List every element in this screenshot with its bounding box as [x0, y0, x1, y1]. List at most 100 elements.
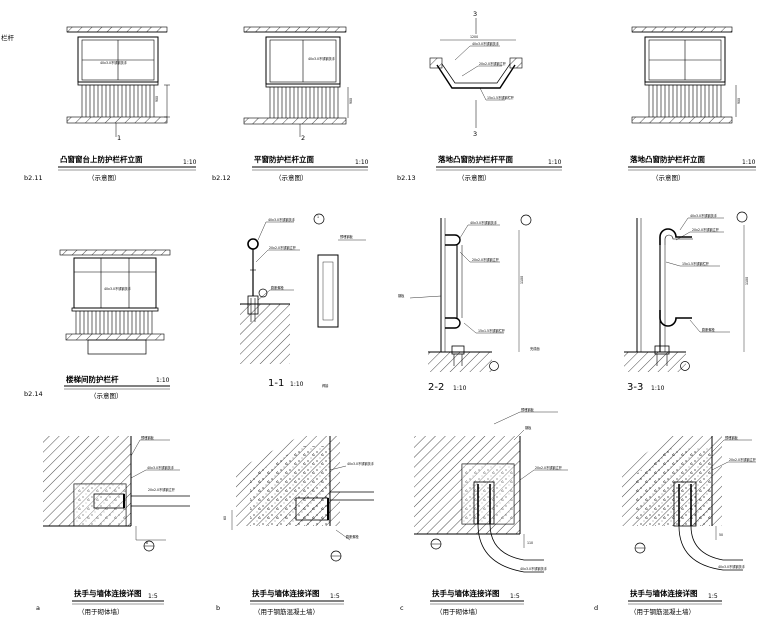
svg-text:15x1.5不锈钢栏杆: 15x1.5不锈钢栏杆 — [478, 328, 506, 333]
row2-titles: b2.14 楼梯间防护栏杆 1:10 （示意图） — [24, 374, 170, 400]
svg-text:扶手与墙体连接详图: 扶手与墙体连接详图 — [630, 588, 698, 598]
svg-text:c: c — [400, 604, 404, 612]
svg-text:1200: 1200 — [470, 35, 478, 39]
svg-text:膨胀螺栓: 膨胀螺栓 — [346, 534, 360, 539]
svg-text:预埋钢板: 预埋钢板 — [725, 435, 739, 440]
svg-text:40x3.0不锈钢扶手: 40x3.0不锈钢扶手 — [718, 564, 746, 569]
svg-text:1:10: 1:10 — [651, 385, 665, 392]
svg-text:1:10: 1:10 — [355, 159, 369, 166]
svg-text:1:10: 1:10 — [453, 385, 467, 392]
svg-text:落地凸窗防护栏杆立面: 落地凸窗防护栏杆立面 — [630, 154, 705, 164]
elevation-2: 900 2 40x3.0不锈钢扶手 — [243, 26, 353, 142]
svg-text:扶手与墙体连接详图: 扶手与墙体连接详图 — [74, 588, 142, 598]
svg-text:1:5: 1:5 — [510, 593, 520, 600]
svg-text:40x3.0不锈钢扶手: 40x3.0不锈钢扶手 — [308, 56, 336, 61]
svg-text:40x3.0不锈钢扶手: 40x3.0不锈钢扶手 — [472, 41, 500, 46]
svg-text:3: 3 — [473, 10, 477, 18]
svg-text:40x3.0不锈钢扶手: 40x3.0不锈钢扶手 — [100, 60, 128, 65]
elevation-1: 900 1 40x3.0不锈钢扶手 — [66, 26, 170, 142]
svg-text:3: 3 — [473, 130, 477, 138]
svg-text:（示意图）: （示意图） — [458, 173, 491, 182]
svg-text:a: a — [146, 541, 148, 545]
detail-d: 预埋钢板 20x2.0不锈钢立杆 40x3.0不锈钢扶手 50 — [622, 435, 757, 571]
svg-text:20x2.0不锈钢立杆: 20x2.0不锈钢立杆 — [692, 227, 720, 232]
svg-text:（示意图）: （示意图） — [275, 173, 308, 182]
svg-text:20x2.0不锈钢立杆: 20x2.0不锈钢立杆 — [729, 457, 757, 462]
svg-text:2: 2 — [301, 134, 305, 142]
detail-a: 预埋钢板 40x3.0不锈钢扶手 20x2.0不锈钢立杆 a — [43, 435, 190, 552]
row1-titles: b2.11 凸窗窗台上防护栏杆立面 1:10 （示意图） b2.12 平窗防护栏… — [24, 154, 756, 182]
svg-text:（用于砌体墙）: （用于砌体墙） — [78, 607, 124, 616]
svg-text:平窗防护栏杆立面: 平窗防护栏杆立面 — [254, 154, 314, 164]
section-2-2: 1100 40x3.0不锈钢扶手 20x2.0不锈钢立杆 15x1.5不锈钢栏杆… — [398, 214, 540, 393]
svg-text:50: 50 — [719, 533, 723, 537]
section-3-3: 1100 40x3.0不锈钢扶手 20x2.0不锈钢立杆 15x1.5不锈钢栏杆… — [624, 211, 749, 393]
svg-text:1:10: 1:10 — [548, 159, 562, 166]
svg-text:1-1: 1-1 — [268, 378, 284, 389]
svg-text:1:10: 1:10 — [742, 159, 756, 166]
detail-b: 60 40x3.0不锈钢扶手 膨胀螺栓 — [223, 436, 375, 562]
svg-text:b2.13: b2.13 — [397, 174, 416, 182]
svg-text:（用于钢筋混凝土墙）: （用于钢筋混凝土墙） — [254, 607, 319, 616]
svg-text:焊接: 焊接 — [322, 383, 329, 388]
svg-text:1:5: 1:5 — [330, 593, 340, 600]
svg-text:（示意图）: （示意图） — [652, 173, 685, 182]
svg-text:15x1.5不锈钢栏杆: 15x1.5不锈钢栏杆 — [487, 95, 515, 100]
svg-text:b: b — [216, 604, 220, 612]
row3-titles: a 扶手与墙体连接详图 1:5 （用于砌体墙） b 扶手与墙体连接详图 1:5 … — [36, 588, 722, 616]
svg-text:15x1.5不锈钢栏杆: 15x1.5不锈钢栏杆 — [682, 261, 710, 266]
stair-railing: 40x3.0不锈钢扶手 — [59, 249, 171, 355]
svg-text:1:10: 1:10 — [290, 381, 304, 388]
svg-text:1:5: 1:5 — [708, 593, 718, 600]
svg-text:40x3.0不锈钢扶手: 40x3.0不锈钢扶手 — [268, 217, 296, 222]
svg-text:1100: 1100 — [520, 276, 524, 284]
svg-text:钢板: 钢板 — [525, 425, 532, 430]
svg-text:20x2.0不锈钢立杆: 20x2.0不锈钢立杆 — [472, 257, 500, 262]
svg-text:（用于砌体墙）: （用于砌体墙） — [436, 607, 482, 616]
svg-text:40x3.0不锈钢扶手: 40x3.0不锈钢扶手 — [347, 461, 375, 466]
svg-text:（示意图）: （示意图） — [90, 391, 123, 400]
svg-text:a: a — [36, 604, 40, 612]
elevation-4: 900 — [631, 26, 741, 124]
svg-text:900: 900 — [155, 96, 159, 102]
plan-3: 3 1200 40x3.0不锈钢扶手 20x2.0不锈钢立杆 15x1.5不锈钢… — [429, 10, 523, 138]
svg-text:（用于钢筋混凝土墙）: （用于钢筋混凝土墙） — [630, 607, 695, 616]
svg-text:1:10: 1:10 — [156, 377, 170, 384]
svg-text:40x3.0不锈钢扶手: 40x3.0不锈钢扶手 — [520, 566, 548, 571]
svg-text:1:5: 1:5 — [148, 593, 158, 600]
svg-text:楼梯间防护栏杆: 楼梯间防护栏杆 — [66, 374, 119, 384]
svg-text:1: 1 — [317, 215, 319, 219]
svg-text:预埋钢板: 预埋钢板 — [340, 234, 354, 239]
svg-text:40x3.0不锈钢扶手: 40x3.0不锈钢扶手 — [104, 286, 132, 291]
svg-text:900: 900 — [349, 98, 353, 104]
svg-text:900: 900 — [737, 98, 741, 104]
svg-text:40x3.0不锈钢扶手: 40x3.0不锈钢扶手 — [470, 220, 498, 225]
svg-text:20x2.0不锈钢立杆: 20x2.0不锈钢立杆 — [479, 61, 507, 66]
edge-note: 栏杆 — [1, 33, 15, 42]
svg-text:预埋钢板: 预埋钢板 — [141, 435, 155, 440]
detail-c: 预埋钢板 钢板 20x2.0不锈钢立杆 40x3.0不锈钢扶手 110 — [414, 407, 568, 573]
svg-text:20x2.0不锈钢立杆: 20x2.0不锈钢立杆 — [148, 487, 176, 492]
svg-text:20x2.0不锈钢立杆: 20x2.0不锈钢立杆 — [535, 465, 563, 470]
svg-text:110: 110 — [527, 541, 533, 545]
svg-text:完成面: 完成面 — [530, 346, 540, 351]
svg-text:2-2: 2-2 — [428, 382, 444, 393]
svg-text:60: 60 — [223, 516, 227, 520]
svg-text:40x3.0不锈钢扶手: 40x3.0不锈钢扶手 — [147, 465, 175, 470]
svg-text:20x2.0不锈钢立杆: 20x2.0不锈钢立杆 — [269, 245, 297, 250]
svg-text:3-3: 3-3 — [627, 382, 643, 393]
svg-text:1: 1 — [117, 134, 121, 142]
svg-text:40x3.0不锈钢扶手: 40x3.0不锈钢扶手 — [690, 213, 718, 218]
svg-text:凸窗窗台上防护栏杆立面: 凸窗窗台上防护栏杆立面 — [60, 154, 143, 164]
svg-text:钢板: 钢板 — [398, 293, 405, 298]
svg-text:预埋钢板: 预埋钢板 — [521, 407, 535, 412]
section-1-1: 40x3.0不锈钢扶手 20x2.0不锈钢立杆 膨胀螺栓 1 预埋钢板 1-1 … — [240, 213, 366, 389]
svg-text:膨胀螺栓: 膨胀螺栓 — [702, 327, 716, 332]
svg-text:d: d — [594, 604, 598, 612]
svg-text:b2.11: b2.11 — [24, 174, 43, 182]
svg-text:1:10: 1:10 — [183, 159, 197, 166]
svg-text:（示意图）: （示意图） — [88, 173, 121, 182]
svg-text:扶手与墙体连接详图: 扶手与墙体连接详图 — [432, 588, 500, 598]
svg-text:落地凸窗防护栏杆平面: 落地凸窗防护栏杆平面 — [438, 154, 513, 164]
